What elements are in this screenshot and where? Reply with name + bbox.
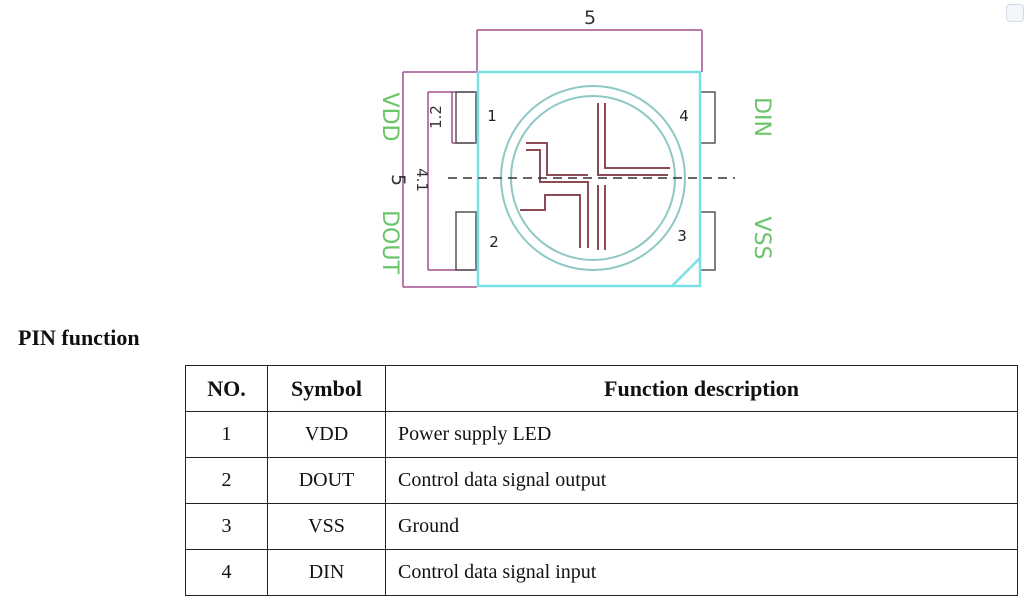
table-header-row: NO. Symbol Function description (185, 365, 1018, 412)
cell-function: Control data signal input (385, 549, 1018, 596)
pin-number-1: 1 (487, 107, 497, 125)
pin-label-vss: VSS (749, 217, 774, 260)
pin-label-din: DIN (749, 97, 774, 137)
pin-label-vdd: VDD (377, 93, 402, 142)
led-package-diagram: 5 5 1.2 4.1 1 2 3 4 VDD DOUT VSS DIN (377, 7, 774, 288)
cell-no: 4 (185, 549, 268, 596)
pin-number-2: 2 (489, 233, 499, 251)
pin-number-3: 3 (677, 227, 687, 245)
header-symbol: Symbol (267, 365, 386, 412)
cell-symbol: VDD (267, 411, 386, 458)
side-dimension-label: 5 (387, 174, 409, 186)
table-row: 4 DIN Control data signal input (185, 549, 1018, 596)
die-leadframe (520, 103, 670, 250)
table-row: 3 VSS Ground (185, 503, 1018, 550)
table-row: 1 VDD Power supply LED (185, 411, 1018, 458)
cell-function: Control data signal output (385, 457, 1018, 504)
cell-symbol: VSS (267, 503, 386, 550)
package-outline (476, 70, 702, 288)
pin-label-dout: DOUT (377, 210, 402, 274)
top-dimension-label: 5 (584, 7, 596, 29)
cell-function: Power supply LED (385, 411, 1018, 458)
pin-number-4: 4 (679, 107, 689, 125)
cell-no: 3 (185, 503, 268, 550)
cell-symbol: DIN (267, 549, 386, 596)
cell-no: 1 (185, 411, 268, 458)
pitch-dimension-label: 4.1 (413, 168, 431, 192)
table-row: 2 DOUT Control data signal output (185, 457, 1018, 504)
cell-symbol: DOUT (267, 457, 386, 504)
cell-no: 2 (185, 457, 268, 504)
section-title: PIN function (18, 325, 140, 350)
header-no: NO. (185, 365, 268, 412)
pin-function-table: NO. Symbol Function description 1 VDD Po… (185, 365, 1018, 596)
header-function: Function description (385, 365, 1018, 412)
pad-dimension-label: 1.2 (427, 105, 445, 129)
cell-function: Ground (385, 503, 1018, 550)
